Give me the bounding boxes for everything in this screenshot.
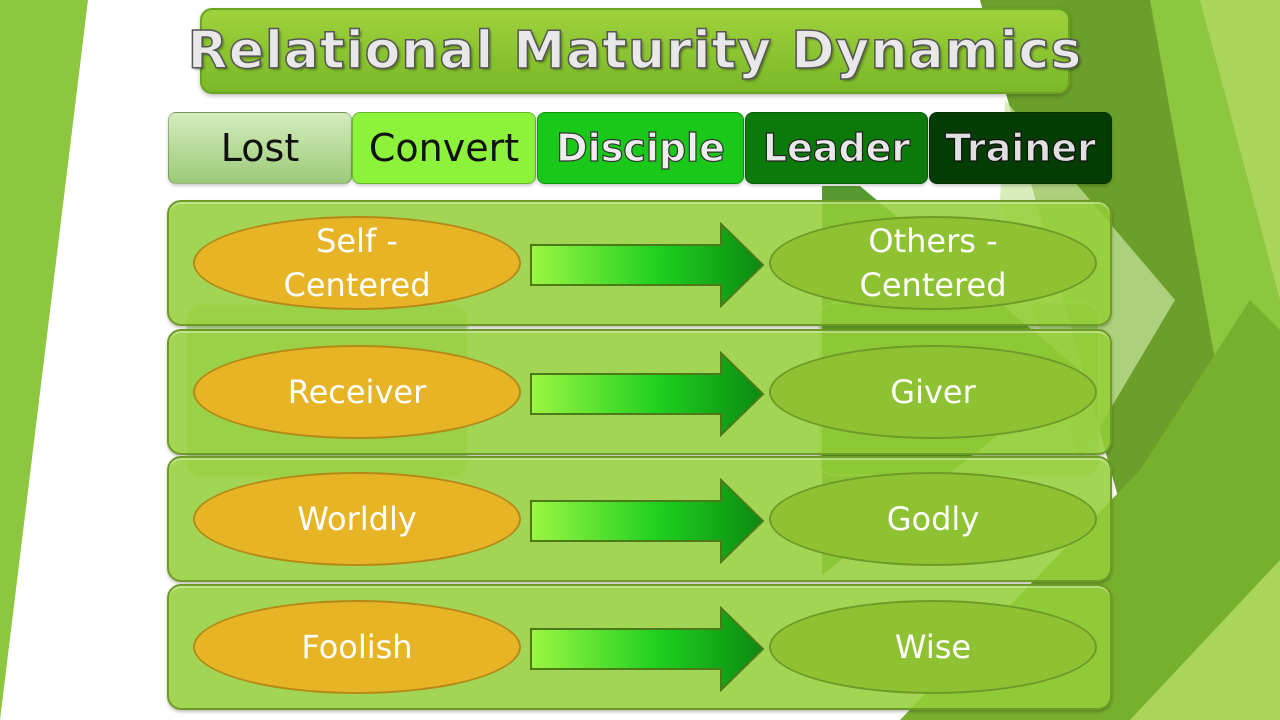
- to-label: Godly: [886, 500, 980, 538]
- title-banner: Relational Maturity Dynamics: [187, 8, 1082, 94]
- from-label: Worldly: [297, 500, 417, 538]
- stage-disciple: Disciple: [537, 112, 744, 184]
- page-title: Relational Maturity Dynamics: [187, 20, 1083, 82]
- from-label: Receiver: [287, 373, 427, 411]
- right-arrow-icon: [530, 478, 765, 564]
- row-receiver: Receiver Giver: [167, 329, 1112, 455]
- from-ellipse: Receiver: [193, 345, 521, 439]
- to-label: Giver: [890, 373, 976, 411]
- from-ellipse: Self - Centered: [193, 216, 521, 310]
- stage-convert: Convert: [352, 112, 536, 184]
- from-label: Foolish: [301, 628, 413, 666]
- right-arrow-icon: [530, 606, 765, 692]
- row-worldly: Worldly Godly: [167, 456, 1112, 582]
- from-ellipse: Worldly: [193, 472, 521, 566]
- stage-trainer: Trainer: [929, 112, 1112, 184]
- to-ellipse: Godly: [769, 472, 1097, 566]
- from-label: Self - Centered: [283, 222, 431, 304]
- row-self-centered: Self - Centered Others - Centered: [167, 200, 1112, 326]
- to-ellipse: Others - Centered: [769, 216, 1097, 310]
- right-arrow-icon: [530, 222, 765, 308]
- row-foolish: Foolish Wise: [167, 584, 1112, 710]
- stage-lost: Lost: [168, 112, 352, 184]
- from-ellipse: Foolish: [193, 600, 521, 694]
- stage-leader: Leader: [745, 112, 928, 184]
- to-label: Wise: [894, 628, 972, 666]
- to-ellipse: Wise: [769, 600, 1097, 694]
- right-arrow-icon: [530, 351, 765, 437]
- to-label: Others - Centered: [859, 222, 1007, 304]
- to-ellipse: Giver: [769, 345, 1097, 439]
